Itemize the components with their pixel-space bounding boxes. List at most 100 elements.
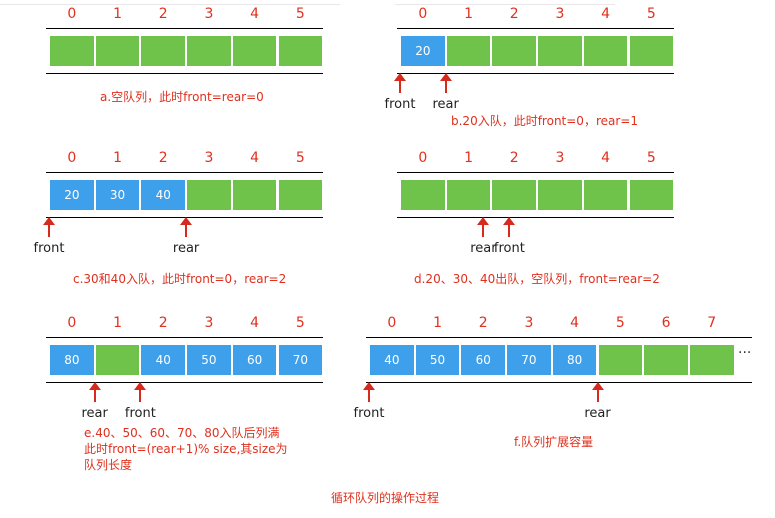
slot-index-label: 7 bbox=[707, 315, 717, 331]
front-pointer-label: front bbox=[384, 97, 416, 112]
queue-cell-filled: 70 bbox=[506, 344, 552, 376]
queue-cell-empty bbox=[491, 35, 538, 67]
queue-cell-filled: 50 bbox=[414, 344, 461, 376]
top-clip-band bbox=[0, 0, 340, 5]
queue-cell-filled: 60 bbox=[460, 344, 507, 376]
queue-top-rail bbox=[46, 172, 323, 173]
slot-index-label: 1 bbox=[113, 150, 122, 166]
up-arrow-icon bbox=[88, 382, 101, 390]
queue-cell-empty bbox=[597, 344, 644, 376]
queue-cell-filled: 40 bbox=[140, 179, 187, 211]
queue-cell-empty bbox=[491, 179, 538, 211]
queue-cell-empty bbox=[628, 35, 675, 67]
queue-cell-filled: 40 bbox=[140, 344, 187, 376]
up-arrow-icon bbox=[439, 73, 452, 81]
arrow-shaft bbox=[139, 388, 142, 402]
queue-cell-filled: 80 bbox=[551, 344, 598, 376]
slot-index-label: 5 bbox=[295, 150, 305, 166]
front-pointer-label: front bbox=[33, 241, 65, 256]
slot-index-label: 5 bbox=[295, 315, 305, 331]
queue-cell-empty bbox=[277, 35, 324, 67]
queue-cell-empty bbox=[445, 179, 492, 211]
arrow-shaft bbox=[185, 223, 188, 237]
slot-index-label: 0 bbox=[418, 6, 428, 22]
queue-top-rail bbox=[46, 337, 323, 338]
queue-cell-empty bbox=[186, 179, 232, 211]
queue-bottom-rail bbox=[366, 382, 752, 383]
queue-cell-empty bbox=[582, 179, 629, 211]
queue-cell-empty bbox=[186, 35, 232, 67]
slot-index-label: 0 bbox=[67, 6, 77, 22]
figure-title: 循环队列的操作过程 bbox=[331, 491, 440, 505]
queue-cell-filled: 20 bbox=[49, 179, 95, 211]
slot-index-label: 2 bbox=[158, 6, 168, 22]
up-arrow-icon bbox=[477, 217, 490, 225]
up-arrow-icon bbox=[394, 73, 406, 81]
up-arrow-icon bbox=[43, 217, 55, 225]
caption-e: e.40、50、60、70、80入队后列满 此时front=(rear+1)% … bbox=[84, 425, 288, 473]
arrow-shaft bbox=[482, 223, 485, 237]
slot-index-label: 1 bbox=[433, 315, 442, 331]
queue-cell-empty bbox=[628, 179, 675, 211]
slot-index-label: 0 bbox=[67, 150, 77, 166]
arrow-shaft bbox=[48, 223, 50, 237]
slot-index-label: 0 bbox=[418, 150, 428, 166]
queue-bottom-rail bbox=[397, 217, 674, 218]
queue-ellipsis: ··· bbox=[738, 345, 752, 361]
rear-pointer-label: rear bbox=[432, 97, 459, 112]
arrow-shaft bbox=[399, 79, 401, 93]
slot-index-label: 4 bbox=[250, 150, 260, 166]
slot-index-label: 5 bbox=[295, 6, 305, 22]
queue-top-rail bbox=[366, 337, 752, 338]
front-pointer-label: front bbox=[353, 406, 385, 421]
queue-cell-empty bbox=[277, 179, 324, 211]
queue-top-rail bbox=[397, 172, 674, 173]
arrow-shaft bbox=[508, 223, 511, 237]
up-arrow-icon bbox=[503, 217, 516, 225]
queue-cell-empty bbox=[688, 344, 735, 376]
queue-bottom-rail bbox=[397, 73, 674, 74]
slot-index-label: 2 bbox=[158, 315, 168, 331]
slot-index-label: 4 bbox=[570, 315, 580, 331]
arrow-shaft bbox=[444, 79, 447, 93]
queue-cell-empty bbox=[231, 179, 278, 211]
queue-cell-empty bbox=[140, 35, 187, 67]
rear-pointer-label: rear bbox=[470, 241, 497, 256]
caption-c: c.30和40入队，此时front=0，rear=2 bbox=[73, 272, 287, 286]
queue-bottom-rail bbox=[46, 73, 323, 74]
slot-index-label: 3 bbox=[204, 150, 214, 166]
queue-cell-empty bbox=[582, 35, 629, 67]
caption-a: a.空队列，此时front=rear=0 bbox=[100, 90, 264, 104]
slot-index-label: 1 bbox=[464, 6, 473, 22]
slot-index-label: 0 bbox=[387, 315, 397, 331]
front-pointer-label: front bbox=[493, 241, 525, 256]
slot-index-label: 5 bbox=[615, 315, 625, 331]
queue-cell-empty bbox=[445, 35, 492, 67]
slot-index-label: 5 bbox=[646, 150, 656, 166]
up-arrow-icon bbox=[363, 382, 375, 390]
caption-e-line-1: e.40、50、60、70、80入队后列满 bbox=[84, 426, 280, 440]
slot-index-label: 0 bbox=[67, 315, 77, 331]
queue-cell-empty bbox=[537, 35, 583, 67]
queue-cell-empty bbox=[49, 35, 95, 67]
slot-index-label: 3 bbox=[204, 315, 214, 331]
slot-index-label: 3 bbox=[204, 6, 214, 22]
queue-cell-empty bbox=[400, 179, 446, 211]
up-arrow-icon bbox=[134, 382, 147, 390]
up-arrow-icon bbox=[180, 217, 193, 225]
queue-cell-filled: 40 bbox=[369, 344, 415, 376]
queue-cell-empty bbox=[231, 35, 278, 67]
slot-index-label: 3 bbox=[555, 6, 565, 22]
slot-index-label: 4 bbox=[250, 6, 260, 22]
queue-cell-filled: 50 bbox=[186, 344, 232, 376]
queue-cell-filled: 30 bbox=[94, 179, 141, 211]
queue-cell-empty bbox=[94, 344, 141, 376]
slot-index-label: 4 bbox=[601, 6, 611, 22]
rear-pointer-label: rear bbox=[81, 406, 108, 421]
queue-top-rail bbox=[46, 28, 323, 29]
